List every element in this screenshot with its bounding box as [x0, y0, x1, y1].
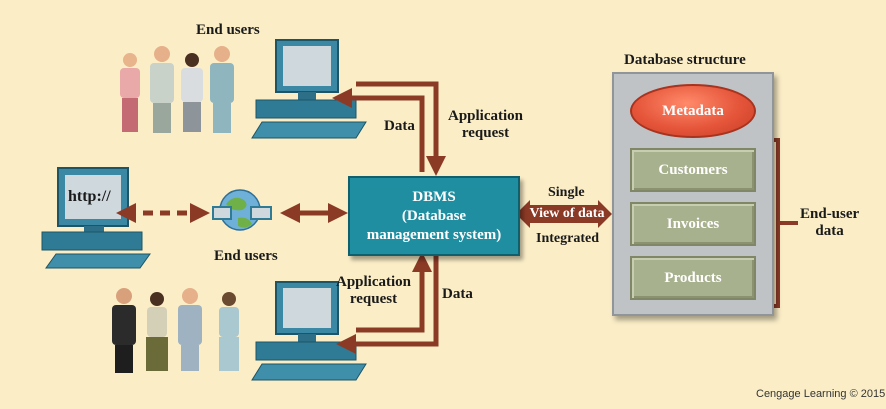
application-request-bottom-label: Application request	[336, 274, 411, 308]
end-users-top-label: End users	[196, 22, 260, 38]
person-icon	[210, 46, 234, 133]
http-label: http://	[68, 188, 111, 205]
end-user-data-label: End-user data	[800, 206, 859, 240]
application-request-bottom-line1: Application	[336, 274, 412, 290]
person-icon	[181, 53, 203, 132]
end-users-middle-label: End users	[214, 248, 278, 264]
end-users-bottom-people	[112, 288, 239, 373]
computer-top-icon	[251, 39, 367, 139]
data-top-label: Data	[384, 118, 415, 134]
view-of-data-arrow	[516, 200, 612, 228]
view-of-data-label: View of data	[529, 206, 605, 221]
dbms-box: DBMS (Database management system)	[348, 176, 520, 256]
person-icon	[112, 288, 136, 373]
person-icon	[120, 53, 140, 132]
products-table: Products	[630, 256, 756, 300]
arrow-bottom-request	[356, 252, 432, 333]
application-request-top-line1: Application	[448, 108, 524, 124]
computer-left-icon	[41, 167, 151, 269]
person-icon	[146, 292, 168, 371]
dbms-line1: DBMS	[412, 188, 456, 205]
person-icon	[150, 46, 174, 133]
person-icon	[219, 292, 239, 371]
dbms-line2: (Database	[401, 207, 467, 224]
data-bottom-label: Data	[442, 286, 473, 302]
invoices-table: Invoices	[630, 202, 756, 246]
connector-arrows	[116, 81, 798, 354]
database-structure-label: Database structure	[624, 52, 746, 68]
end-user-data-line2: data	[815, 223, 844, 239]
network-globe-icon	[212, 189, 272, 231]
arrow-top-data	[332, 88, 425, 172]
credit-text: Cengage Learning © 2015	[756, 388, 886, 400]
person-icon	[178, 288, 202, 371]
customers-table: Customers	[630, 148, 756, 192]
application-request-top-line2: request	[461, 125, 510, 141]
end-user-data-line1: End-user	[800, 206, 860, 222]
dbms-line3: management system)	[366, 226, 502, 243]
metadata-node: Metadata	[630, 84, 756, 138]
single-label: Single	[548, 185, 585, 200]
arrow-top-request	[356, 81, 446, 176]
application-request-bottom-line2: request	[349, 291, 398, 307]
end-users-top-people	[120, 46, 234, 133]
computer-bottom-icon	[251, 281, 367, 381]
arrow-bottom-data	[336, 256, 439, 354]
integrated-label: Integrated	[536, 231, 599, 246]
application-request-top-label: Application request	[448, 108, 523, 142]
